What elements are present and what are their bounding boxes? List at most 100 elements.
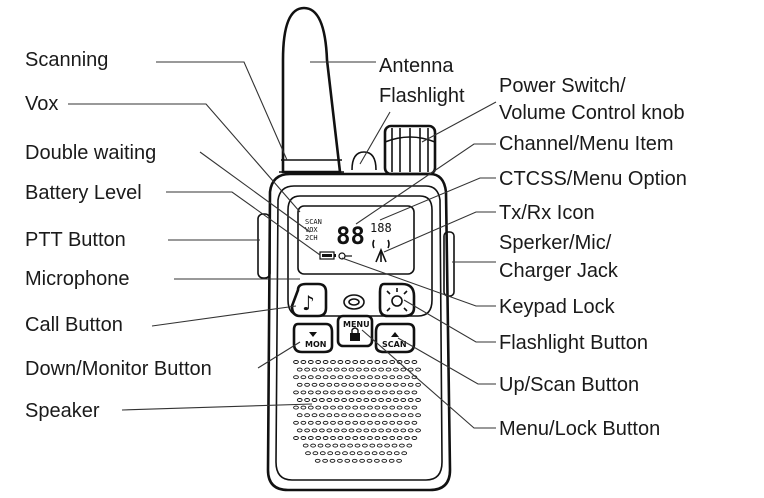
grille-hole — [371, 451, 378, 456]
leader-channel — [355, 143, 496, 225]
grille-hole — [315, 436, 322, 440]
grille-hole — [337, 360, 344, 364]
radio-inner-rim — [275, 185, 443, 481]
grille-hole — [341, 413, 347, 418]
grille-hole — [344, 458, 351, 463]
lcd-scan-indicator: SCAN — [305, 218, 322, 226]
grille-hole — [322, 405, 329, 410]
speaker-grille — [293, 360, 421, 463]
grille-hole — [384, 443, 390, 448]
grille-hole — [352, 436, 359, 440]
grille-hole — [333, 398, 340, 402]
lcd-code-digits: 188 — [370, 221, 392, 235]
grille-hole — [349, 451, 356, 456]
grille-hole — [407, 428, 414, 433]
call-button-shape: ♪ — [290, 282, 328, 318]
grille-hole — [400, 382, 407, 387]
grille-hole — [330, 360, 336, 364]
grille-hole — [363, 398, 370, 402]
leader-speaker — [121, 403, 313, 411]
face-plate — [287, 195, 433, 317]
grille-hole — [396, 390, 403, 395]
label-keypad-lock: Keypad Lock — [499, 296, 616, 318]
grille-hole — [304, 428, 310, 433]
label-ctcss-menu-option: CTCSS/Menu Option — [499, 168, 687, 190]
grille-hole — [400, 428, 407, 433]
grille-hole — [322, 458, 328, 463]
grille-hole — [337, 390, 344, 395]
grille-hole — [302, 443, 309, 448]
grille-hole — [304, 398, 310, 402]
grille-hole — [367, 420, 373, 425]
grille-hole — [367, 405, 373, 410]
grille-hole — [300, 360, 307, 364]
grille-hole — [374, 436, 381, 440]
grille-hole — [352, 390, 359, 395]
grille-hole — [296, 428, 303, 433]
mon-label: MON — [305, 340, 326, 349]
grille-hole — [337, 375, 344, 380]
grille-hole — [407, 367, 414, 372]
grille-hole — [363, 428, 370, 433]
grille-hole — [310, 443, 316, 448]
grille-hole — [307, 436, 314, 440]
leader-power-switch — [421, 101, 497, 143]
leader-vox — [68, 103, 301, 213]
grille-hole — [401, 451, 408, 456]
grille-hole — [333, 428, 340, 433]
grille-hole — [333, 367, 340, 372]
leader-call — [151, 305, 297, 327]
grille-hole — [307, 360, 314, 364]
leader-scanning — [156, 61, 288, 161]
grille-hole — [317, 443, 324, 448]
grille-hole — [370, 428, 377, 433]
grille-hole — [359, 405, 366, 410]
grille-hole — [327, 451, 334, 456]
grille-hole — [385, 413, 392, 418]
labels-right: Antenna Flashlight Power Switch/ Volume … — [379, 55, 687, 440]
grille-hole — [315, 360, 322, 364]
grille-hole — [415, 413, 421, 418]
grille-hole — [342, 451, 348, 456]
label-speaker: Speaker — [25, 400, 100, 422]
grille-hole — [329, 458, 336, 463]
leader-lines — [68, 61, 497, 429]
grille-hole — [330, 420, 336, 425]
grille-hole — [374, 458, 380, 463]
grille-hole — [356, 382, 362, 387]
grille-hole — [389, 390, 396, 395]
label-battery-level: Battery Level — [25, 182, 142, 204]
label-microphone: Microphone — [25, 268, 130, 290]
grille-hole — [389, 375, 396, 380]
center-indicator-inner — [348, 298, 360, 306]
grille-hole — [359, 420, 366, 425]
grille-hole — [415, 428, 421, 433]
grille-hole — [311, 413, 318, 418]
grille-hole — [404, 405, 410, 410]
grille-hole — [341, 367, 347, 372]
grille-hole — [351, 458, 358, 463]
grille-hole — [300, 436, 307, 440]
grille-hole — [293, 405, 299, 410]
grille-hole — [296, 382, 303, 387]
grille-hole — [322, 390, 329, 395]
up-arrow-icon — [391, 332, 399, 337]
grille-hole — [359, 375, 366, 380]
grille-hole — [359, 360, 366, 364]
grille-hole — [374, 405, 381, 410]
grille-hole — [367, 375, 373, 380]
grille-hole — [415, 398, 421, 402]
grille-hole — [411, 390, 418, 395]
grille-hole — [307, 375, 314, 380]
grille-hole — [315, 390, 322, 395]
grille-hole — [326, 413, 333, 418]
grille-hole — [304, 382, 310, 387]
grille-hole — [339, 443, 346, 448]
flashlight-lens — [351, 151, 377, 171]
grille-hole — [352, 375, 359, 380]
grille-hole — [300, 405, 307, 410]
grille-hole — [363, 367, 370, 372]
grille-hole — [348, 413, 355, 418]
grille-hole — [411, 360, 418, 364]
grille-hole — [393, 428, 399, 433]
